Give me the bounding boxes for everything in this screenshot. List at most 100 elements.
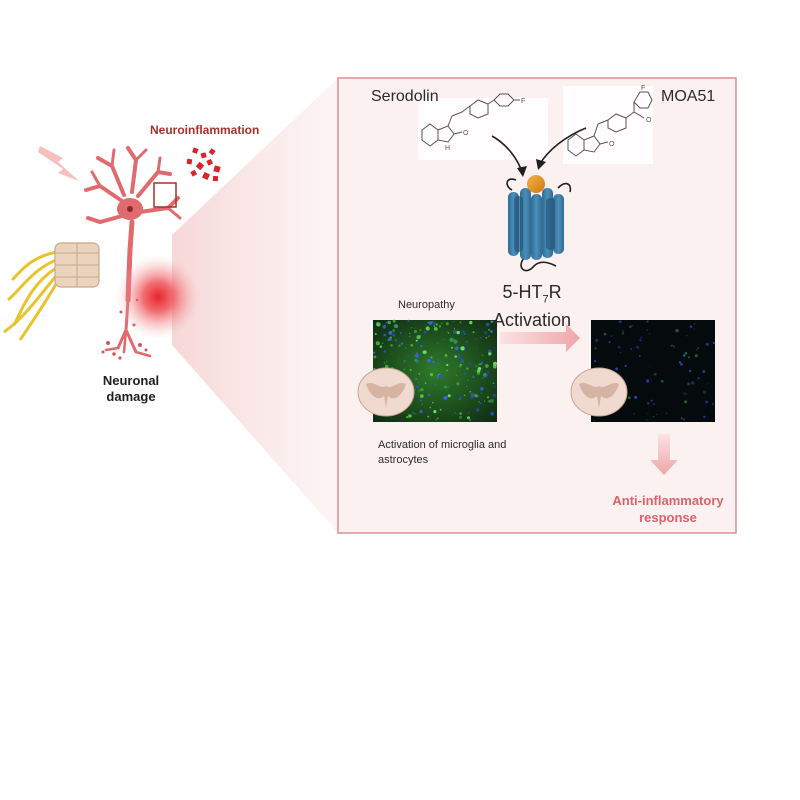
arrow-head-right — [536, 159, 546, 170]
microscopy-speckle — [463, 333, 466, 336]
microscopy-speckle — [403, 368, 405, 370]
microscopy-speckle — [682, 354, 686, 357]
microscopy-speckle — [419, 328, 422, 332]
microscopy-speckle — [486, 370, 490, 374]
zoom-beam — [172, 78, 338, 533]
microscopy-speckle — [394, 324, 399, 329]
microscopy-speckle — [398, 344, 401, 347]
microscopy-speckle — [481, 367, 483, 369]
microscopy-speckle — [474, 370, 476, 372]
microscopy-speckle — [593, 419, 595, 421]
microscopy-speckle — [428, 393, 431, 396]
microscopy-speckle — [697, 377, 700, 380]
microscopy-speckle — [455, 413, 458, 415]
microscopy-speckle — [618, 320, 622, 324]
microscopy-speckle — [494, 386, 496, 388]
microscopy-speckle — [488, 328, 491, 331]
microscopy-speckle — [452, 329, 458, 334]
microscopy-speckle — [691, 381, 695, 385]
microscopy-speckle — [432, 360, 435, 364]
microscopy-speckle — [460, 363, 462, 366]
microscopy-speckle — [478, 401, 480, 403]
zoom-box — [153, 182, 177, 208]
microscopy-speckle — [391, 353, 393, 355]
microscopy-speckle — [419, 399, 422, 402]
microscopy-speckle — [454, 355, 458, 358]
microscopy-speckle — [472, 376, 475, 379]
microscopy-speckle — [622, 330, 624, 332]
receptor-subscript: 7 — [542, 293, 549, 306]
receptor-activation-label: Activation — [492, 309, 572, 330]
microscopy-speckle — [408, 335, 411, 338]
microscopy-speckle — [490, 411, 494, 416]
microscopy-speckle — [446, 331, 448, 333]
microscopy-speckle — [429, 373, 434, 377]
microscopy-speckle — [427, 359, 431, 363]
microscopy-speckle — [610, 335, 613, 337]
microscopy-speckle — [383, 362, 385, 364]
lightning-icon — [38, 146, 79, 181]
microscopy-speckle — [492, 320, 495, 323]
microscopy-speckle — [415, 378, 417, 380]
microscopy-speckle — [687, 356, 691, 359]
microscopy-speckle — [492, 393, 497, 398]
microscopy-speckle — [617, 345, 621, 349]
microscopy-speckle — [683, 418, 686, 421]
microscopy-speckle — [442, 338, 444, 341]
microscopy-speckle — [705, 400, 708, 404]
microscopy-speckle — [379, 345, 383, 349]
receptor-name: 5-HT — [502, 282, 543, 302]
svg-text:O: O — [463, 130, 469, 137]
microscopy-speckle — [465, 385, 468, 387]
microscopy-speckle — [685, 335, 688, 337]
microscopy-speckle — [439, 408, 442, 411]
microscopy-speckle — [594, 347, 597, 350]
microscopy-speckle — [453, 321, 455, 323]
microscopy-speckle — [382, 325, 387, 329]
microscopy-speckle — [417, 381, 419, 384]
microscopy-speckle — [421, 403, 424, 405]
microscopy-speckle — [480, 387, 484, 391]
treatment-arrow — [500, 324, 580, 352]
microscopy-speckle — [459, 321, 462, 324]
microscopy-speckle — [446, 369, 448, 372]
serodolin-label: Serodolin — [371, 88, 439, 105]
microscopy-speckle — [480, 363, 482, 365]
microscopy-speckle — [416, 335, 421, 340]
microscopy-speckle — [470, 394, 472, 396]
microscopy-speckle — [468, 362, 472, 366]
microscopy-speckle — [640, 336, 643, 339]
microscopy-speckle — [416, 343, 419, 345]
microscopy-speckle — [697, 347, 700, 350]
microscopy-speckle — [703, 415, 706, 419]
microscopy-speckle — [407, 354, 409, 357]
microscopy-speckle — [694, 354, 698, 358]
microscopy-speckle — [432, 366, 434, 368]
microscopy-speckle — [457, 354, 461, 358]
microscopy-speckle — [455, 374, 458, 377]
microscopy-speckle — [619, 351, 622, 354]
microscopy-speckle — [434, 383, 436, 385]
microscopy-speckle — [453, 339, 458, 344]
microscopy-speckle — [424, 382, 427, 385]
microscopy-speckle — [437, 362, 440, 364]
microscopy-speckle — [373, 355, 377, 359]
microscopy-speckle — [684, 400, 688, 404]
anti-inflammatory-label: Anti-inflammatory response — [612, 493, 724, 525]
microscopy-speckle — [475, 338, 477, 340]
microscopy-speckle — [492, 364, 497, 369]
neuropathy-label: Neuropathy — [398, 299, 455, 311]
ligand-ball-icon — [527, 175, 545, 193]
microscopy-speckle — [474, 394, 478, 398]
inflammation-particles-icon — [186, 147, 221, 182]
microscopy-speckle — [455, 346, 459, 351]
microscopy-speckle — [427, 321, 429, 323]
microscopy-speckle — [412, 411, 414, 414]
microscopy-speckle — [423, 331, 427, 334]
microscopy-speckle — [433, 322, 436, 326]
microscopy-speckle — [413, 412, 416, 415]
microscopy-speckle — [459, 412, 462, 415]
microscopy-speckle — [653, 403, 655, 405]
microscopy-speckle — [413, 329, 418, 334]
microscopy-speckle — [449, 337, 454, 342]
